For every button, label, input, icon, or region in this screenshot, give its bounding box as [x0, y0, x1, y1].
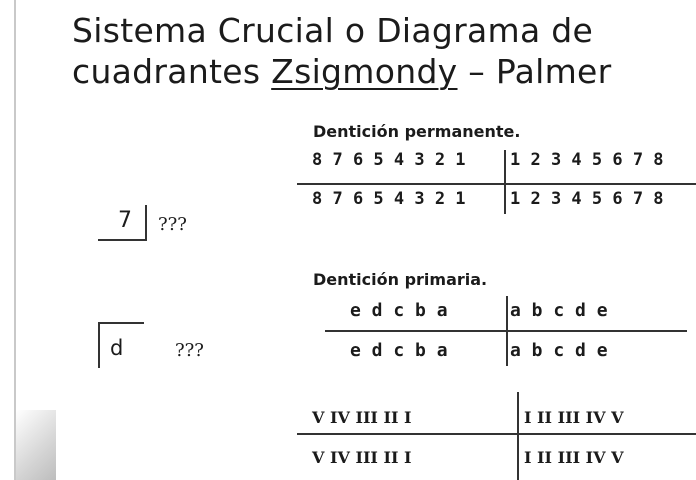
- roman-upper-right: I II III IV V: [524, 408, 624, 427]
- example-2-question: ???: [175, 340, 204, 361]
- example-2-tooth: d: [110, 336, 124, 360]
- roman-vertical-line: [517, 392, 519, 480]
- title-line-2-start: cuadrantes: [72, 52, 272, 91]
- roman-lower-right: I II III IV V: [524, 448, 624, 467]
- permanent-upper-left: 8 7 6 5 4 3 2 1: [312, 150, 466, 170]
- example-1-vertical-line: [145, 205, 147, 239]
- permanent-upper-right: 1 2 3 4 5 6 7 8: [510, 150, 664, 170]
- permanent-lower-right: 1 2 3 4 5 6 7 8: [510, 189, 664, 209]
- example-1-tooth: 7: [118, 208, 132, 233]
- permanent-lower-left: 8 7 6 5 4 3 2 1: [312, 189, 466, 209]
- roman-horizontal-line: [297, 433, 696, 435]
- primary-vertical-line: [506, 296, 508, 366]
- permanent-vertical-line: [504, 150, 506, 214]
- example-1-question: ???: [158, 214, 187, 235]
- corner-shade: [16, 410, 56, 480]
- primary-lower-left: e d c b a: [350, 340, 448, 361]
- example-1-horizontal-line: [98, 239, 147, 241]
- permanent-horizontal-line: [297, 183, 696, 185]
- roman-lower-left: V IV III II I: [312, 448, 412, 467]
- example-2-vertical-line: [98, 322, 100, 368]
- permanent-dentition-label: Dentición permanente.: [313, 122, 521, 141]
- title-line-2: cuadrantes Zsigmondy – Palmer: [72, 51, 692, 92]
- roman-upper-left: V IV III II I: [312, 408, 412, 427]
- primary-upper-right: a b c d e: [510, 300, 608, 321]
- primary-dentition-label: Dentición primaria.: [313, 270, 488, 289]
- primary-lower-right: a b c d e: [510, 340, 608, 361]
- primary-upper-left: e d c b a: [350, 300, 448, 321]
- example-2-horizontal-line: [98, 322, 144, 324]
- title-line-1: Sistema Crucial o Diagrama de: [72, 11, 594, 50]
- title-underlined-name: Zsigmondy: [271, 52, 458, 91]
- title-line-2-end: – Palmer: [457, 52, 612, 91]
- slide-title: Sistema Crucial o Diagrama de cuadrantes…: [72, 10, 692, 92]
